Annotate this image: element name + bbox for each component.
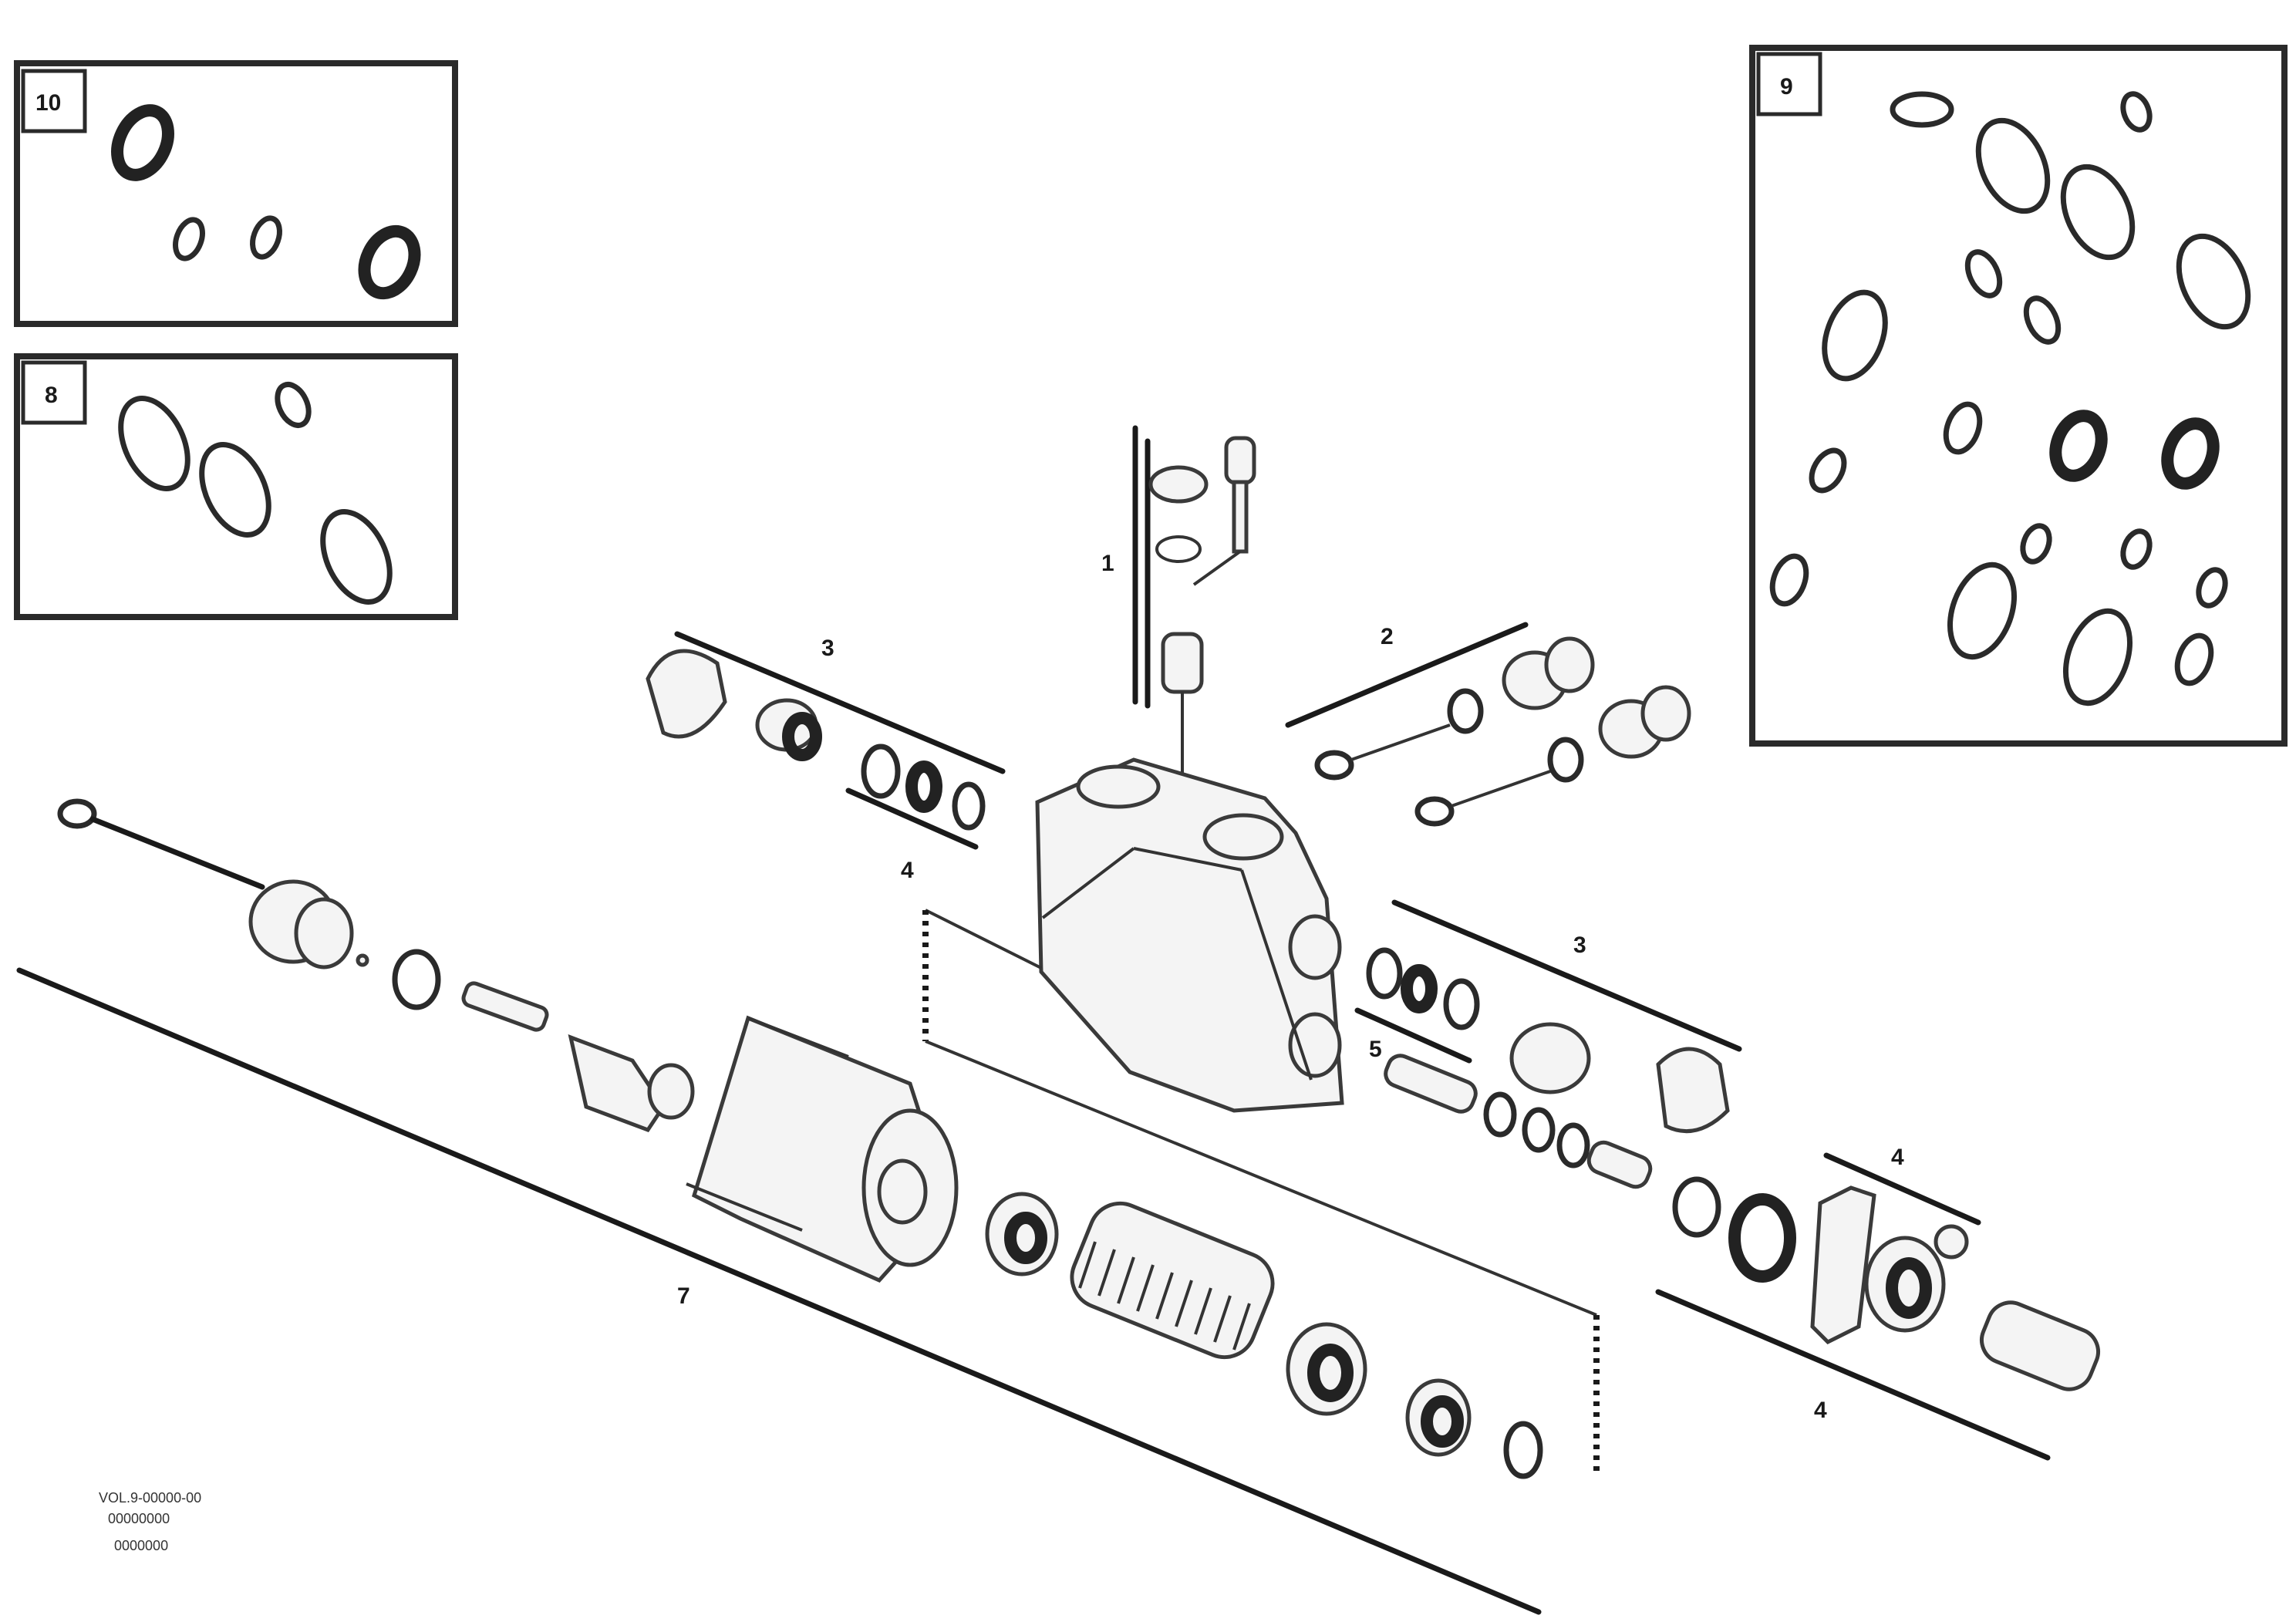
callout-7: 7 (677, 1283, 690, 1309)
drawing-reference: VOL.9-00000-00 00000000 0000000 (99, 1490, 201, 1553)
spool-rod-assembly (57, 798, 695, 1133)
box-9-label: 9 (1780, 74, 1793, 99)
assembly-2: 2 (1285, 622, 1691, 827)
assembly-3-left: 3 4 (646, 631, 1006, 883)
callout-4-right-lower: 4 (1814, 1398, 1827, 1423)
callout-2: 2 (1381, 624, 1394, 649)
footer-line-3: 0000000 (114, 1538, 168, 1553)
valve-body (925, 757, 1344, 1113)
callout-5: 5 (1369, 1037, 1382, 1062)
assembly-3-right: 3 5 (1354, 899, 1742, 1189)
spring-coils (1078, 1241, 1251, 1351)
callout-4-upper: 4 (901, 858, 914, 883)
detail-box-9: 9 (1749, 45, 2288, 747)
callout-1: 1 (1101, 551, 1114, 576)
footer-line-2: 00000000 (108, 1511, 170, 1526)
footer-line-1: VOL.9-00000-00 (99, 1490, 201, 1506)
callout-3-right: 3 (1573, 932, 1586, 958)
detail-box-10: 10 (14, 60, 458, 327)
box-10-label: 10 (35, 90, 61, 116)
detail-box-8: 8 (14, 353, 458, 620)
assembly-1: 1 (1101, 425, 1256, 787)
assembly-4-right: 4 4 (1655, 1145, 2100, 1461)
callout-3-left: 3 (821, 636, 834, 661)
dashed-bracket-left (922, 910, 1600, 1477)
callout-4-right-upper: 4 (1891, 1145, 1904, 1170)
box-8-label: 8 (45, 383, 58, 408)
assembly-7: 7 (16, 967, 1543, 1615)
